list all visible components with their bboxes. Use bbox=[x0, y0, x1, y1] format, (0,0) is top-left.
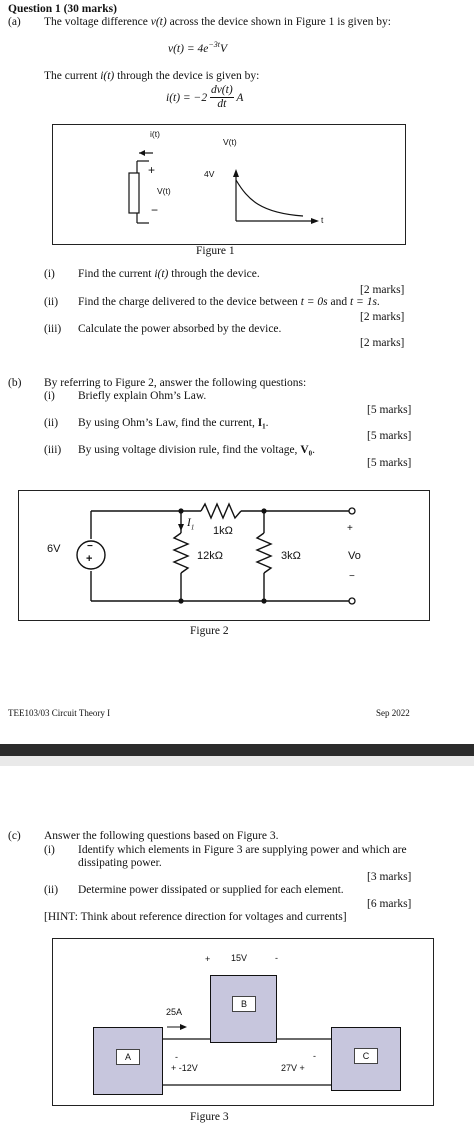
part-a-label: (a) bbox=[8, 16, 21, 28]
b-ii-num: (ii) bbox=[44, 417, 59, 429]
b-i-marks: [5 marks] bbox=[367, 404, 412, 416]
fig1-plus: + bbox=[148, 163, 156, 177]
fig3-27v-minus: - bbox=[313, 1051, 316, 1061]
element-b-box: B bbox=[210, 975, 277, 1043]
fig1-minus: − bbox=[151, 203, 159, 217]
current-equation: i(t) = −2 dv(t) dt A bbox=[166, 84, 244, 110]
fig1-graph-ylabel: V(t) bbox=[223, 137, 237, 147]
c-i-marks: [3 marks] bbox=[367, 871, 412, 883]
page-1: Question 1 (30 marks) (a) The voltage di… bbox=[8, 3, 430, 718]
b-iii-marks: [5 marks] bbox=[367, 457, 412, 469]
c-hint: [HINT: Think about reference direction f… bbox=[44, 911, 347, 923]
part-c-intro: Answer the following questions based on … bbox=[44, 830, 279, 842]
c-i-line2: dissipating power. bbox=[78, 857, 162, 869]
a-ii-num: (ii) bbox=[44, 296, 59, 308]
fig3-12v-minus: - bbox=[175, 1052, 178, 1062]
fig3-15v-minus: - bbox=[275, 953, 278, 963]
element-c-box: C bbox=[331, 1027, 401, 1091]
fig2-source-value: 6V bbox=[47, 543, 61, 555]
figure-1-caption: Figure 1 bbox=[196, 245, 235, 257]
fig1-graph-4v: 4V bbox=[204, 169, 215, 179]
page-2: (c) Answer the following questions based… bbox=[0, 766, 474, 1129]
c-ii-text: Determine power dissipated or supplied f… bbox=[78, 884, 344, 896]
b-i-num: (i) bbox=[44, 390, 55, 402]
fig2-vo-label: Vo bbox=[348, 550, 361, 562]
fig2-r1-value: 1kΩ bbox=[213, 525, 233, 537]
fig1-graph-t: t bbox=[321, 215, 324, 225]
a-ii-text: Find the charge delivered to the device … bbox=[78, 296, 380, 308]
a-i-num: (i) bbox=[44, 268, 55, 280]
figure-3-diagram bbox=[161, 1024, 331, 1086]
element-a-box: A bbox=[93, 1027, 163, 1095]
element-a-label: A bbox=[116, 1049, 140, 1065]
c-ii-num: (ii) bbox=[44, 884, 59, 896]
figure-3: A B C + 15V - 25A - + -12V 27V + - bbox=[52, 938, 434, 1106]
element-c-label: C bbox=[354, 1048, 378, 1064]
figure-1: i(t) + V(t) − V(t) 4V t bbox=[52, 124, 406, 245]
a-iii-text: Calculate the power absorbed by the devi… bbox=[78, 323, 282, 335]
fig3-27v-label: 27V + bbox=[281, 1063, 305, 1073]
figure-2-caption: Figure 2 bbox=[190, 625, 229, 637]
c-i-num: (i) bbox=[44, 844, 55, 856]
figure-2: 6V − + I1 1kΩ 12kΩ 3kΩ + Vo − bbox=[18, 490, 430, 621]
c-ii-marks: [6 marks] bbox=[367, 898, 412, 910]
fig3-15v-plus: + bbox=[205, 954, 211, 964]
fig3-12v-label: + -12V bbox=[171, 1063, 198, 1073]
a-iii-num: (iii) bbox=[44, 323, 62, 335]
a-ii-marks: [2 marks] bbox=[360, 311, 405, 323]
fig2-r2-value: 12kΩ bbox=[197, 550, 223, 562]
figure-2-diagram bbox=[76, 502, 356, 605]
fig2-current-i1: I1 bbox=[187, 517, 195, 532]
fig1-voltage-label: V(t) bbox=[157, 186, 171, 196]
fig2-source-minus: − bbox=[87, 541, 93, 552]
b-ii-text: By using Ohm’s Law, find the current, I₁… bbox=[78, 417, 269, 429]
fig2-vo-minus: − bbox=[349, 571, 355, 582]
question-title: Question 1 (30 marks) bbox=[8, 3, 117, 15]
part-a-intro: The voltage difference v(t) across the d… bbox=[44, 16, 391, 28]
c-i-line1: Identify which elements in Figure 3 are … bbox=[78, 844, 407, 856]
b-iii-text: By using voltage division rule, find the… bbox=[78, 444, 315, 456]
part-c-label: (c) bbox=[8, 830, 21, 842]
fig2-r3-value: 3kΩ bbox=[281, 550, 301, 562]
a-i-marks: [2 marks] bbox=[360, 284, 405, 296]
a-i-text: Find the current i(t) through the device… bbox=[78, 268, 260, 280]
fig3-25a-label: 25A bbox=[166, 1007, 183, 1017]
current-intro: The current i(t) through the device is g… bbox=[44, 70, 260, 82]
fig2-source-plus: + bbox=[86, 553, 93, 565]
footer-date: Sep 2022 bbox=[376, 708, 410, 718]
a-iii-marks: [2 marks] bbox=[360, 337, 405, 349]
footer-course: TEE103/03 Circuit Theory I bbox=[8, 708, 111, 718]
fig3-15v-label: 15V bbox=[231, 953, 248, 963]
b-ii-marks: [5 marks] bbox=[367, 430, 412, 442]
part-b-label: (b) bbox=[8, 377, 22, 389]
part-b-intro: By referring to Figure 2, answer the fol… bbox=[44, 377, 307, 389]
page-divider bbox=[0, 744, 474, 756]
b-i-text: Briefly explain Ohm’s Law. bbox=[78, 390, 207, 402]
figure-3-caption: Figure 3 bbox=[190, 1111, 229, 1123]
voltage-equation: v(t) = 4e−3tV bbox=[168, 40, 227, 55]
element-b-label: B bbox=[232, 996, 256, 1012]
b-iii-num: (iii) bbox=[44, 444, 62, 456]
page-divider-light bbox=[0, 756, 474, 766]
figure-1-diagram bbox=[128, 150, 319, 224]
fig1-current-label: i(t) bbox=[150, 129, 160, 139]
fig2-vo-plus: + bbox=[347, 523, 353, 534]
